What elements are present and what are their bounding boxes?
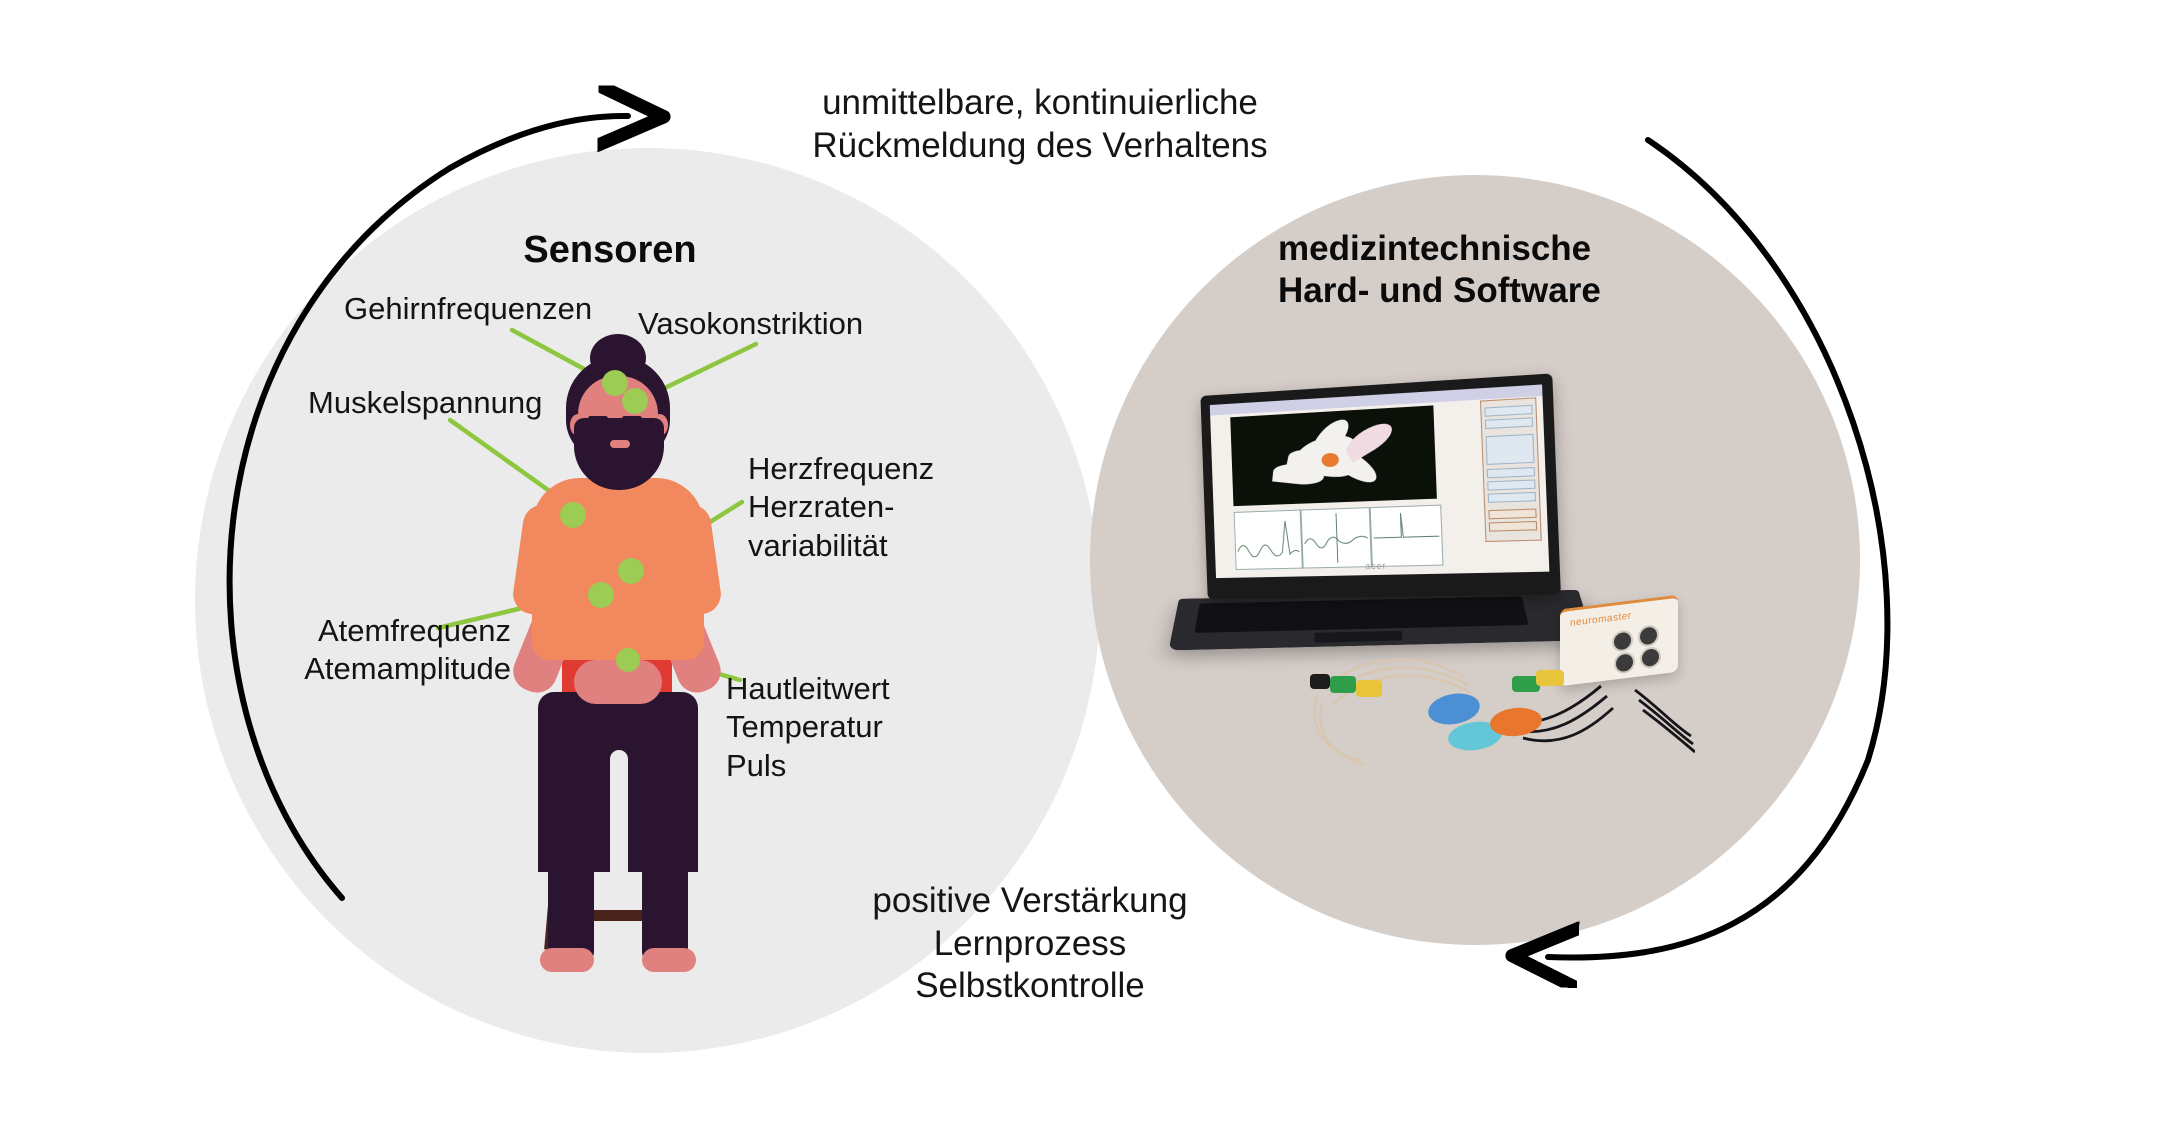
sensor-dot-chest: [618, 558, 644, 584]
laptop-screen: acer: [1210, 384, 1550, 578]
panel-button: [1487, 467, 1535, 478]
person-foot-left: [540, 948, 594, 972]
amplifier-label: neuromaster: [1570, 610, 1632, 629]
water-lily-image: [1230, 405, 1437, 506]
sensor-dot-abdomen: [588, 582, 614, 608]
signal-graph-3: [1370, 505, 1444, 567]
bottom-caption: positive Verstärkung Lernprozess Selbstk…: [760, 880, 1300, 1008]
lily-petal: [1342, 417, 1397, 463]
electrode-clip-black: [1310, 674, 1330, 689]
label-herzfrequenz: Herzfrequenz Herzraten- variabilität: [748, 450, 934, 565]
sensor-dot-shoulder: [560, 502, 586, 528]
amplifier-port: [1638, 624, 1659, 648]
electrode-clip-green: [1330, 676, 1356, 693]
top-caption: unmittelbare, kontinuierliche Rückmeldun…: [660, 82, 1420, 167]
label-muskelspannung: Muskelspannung: [308, 384, 542, 422]
biofeedback-amplifier: neuromaster: [1560, 595, 1678, 686]
panel-button: [1488, 508, 1536, 519]
laptop-lid: acer: [1200, 373, 1560, 599]
person-foot-right: [642, 948, 696, 972]
amplifier-port: [1612, 629, 1633, 653]
amplifier-port: [1640, 646, 1661, 670]
person-leg-gap: [610, 750, 628, 872]
panel-button: [1487, 479, 1535, 490]
label-atemfrequenz: Atemfrequenz Atemamplitude: [289, 612, 511, 689]
sensor-dot-temple: [622, 388, 648, 414]
panel-button: [1485, 417, 1533, 429]
sensors-title: Sensoren: [500, 228, 720, 274]
panel-button: [1488, 492, 1536, 503]
panel-button: [1489, 521, 1537, 532]
panel-group: [1485, 434, 1534, 465]
sensor-dot-hand: [616, 648, 640, 672]
laptop-photo: acer: [1175, 385, 1605, 665]
signal-graph-1: [1234, 510, 1303, 570]
person-shin-left: [548, 850, 594, 962]
label-gehirnfrequenzen: Gehirnfrequenzen: [344, 290, 592, 328]
electrode-clip-yellow: [1356, 680, 1382, 697]
amplifier-port: [1614, 651, 1635, 675]
device-title: medizintechnische Hard- und Software: [1278, 228, 1698, 312]
person-mouth: [610, 440, 630, 448]
label-vasokonstriktion: Vasokonstriktion: [638, 305, 863, 343]
software-control-panel: [1480, 397, 1542, 542]
laptop-keyboard: [1194, 596, 1528, 633]
signal-graph-2: [1301, 507, 1372, 568]
label-hautleitwert: Hautleitwert Temperatur Puls: [726, 670, 890, 785]
panel-button: [1484, 405, 1532, 417]
electrode-clip-yellow-2: [1536, 670, 1564, 686]
person-shin-right: [642, 850, 688, 962]
